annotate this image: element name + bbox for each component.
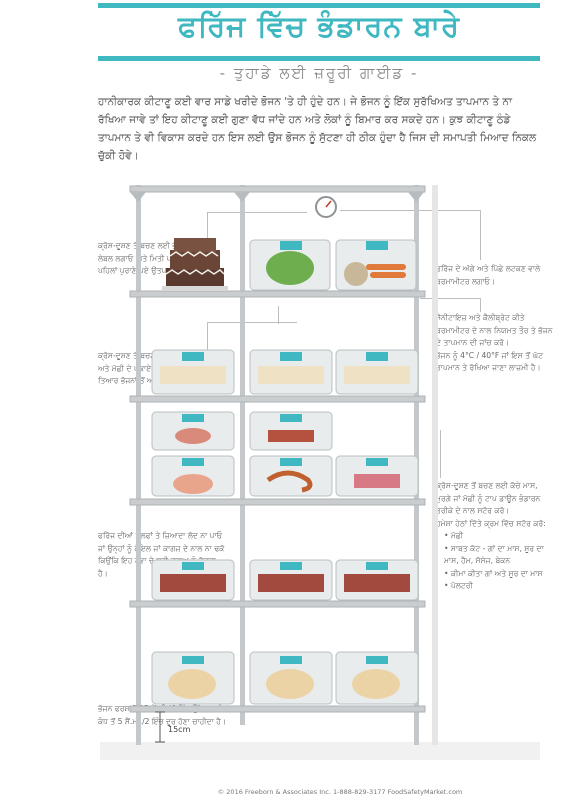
height-dimension: 15cm bbox=[155, 711, 191, 743]
note-top-down-b: ਹਮੇਸ਼ਾ ਹੇਠਾਂ ਦਿੱਤੇ ਕ੍ਰਮ ਵਿੱਚ ਸਟੋਰ ਕਰੋ: bbox=[436, 518, 546, 528]
shelf-feet bbox=[130, 192, 424, 202]
page-subtitle: - ਤੁਹਾਡੇ ਲਈ ਜ਼ਰੂਰੀ ਗਾਈਡ - bbox=[219, 64, 419, 82]
storage-order-item: ਸਾਬਤ ਕੱਟ - ਗਾਂ ਦਾ ਮਾਸ, ਸੂਰ ਦਾ ਮਾਸ, ਹੈਮ, … bbox=[444, 543, 554, 568]
note-check-temp-a: ਸੈਨੀਟਾਇਜ਼ ਅਤੇ ਕੈਲੀਬ੍ਰੇਟ ਕੀਤੇ ਥਰਮਾਮੀਟਰ ਦੇ… bbox=[436, 313, 553, 347]
container-row-5 bbox=[151, 651, 419, 705]
top-rule bbox=[98, 3, 540, 8]
container-row-2 bbox=[151, 349, 419, 395]
thermometer-icon bbox=[315, 196, 337, 218]
leader-line bbox=[207, 322, 297, 323]
intro-paragraph: ਹਾਨੀਕਾਰਕ ਕੀਟਾਣੂ ਕਈ ਵਾਰ ਸਾਡੇ ਖਰੀਦੇ ਭੋਜਨ '… bbox=[98, 96, 537, 162]
vegetables-container bbox=[335, 239, 417, 291]
chocolate-cake bbox=[162, 238, 228, 290]
title-rule bbox=[98, 56, 540, 61]
floor bbox=[100, 742, 540, 760]
leader-line bbox=[278, 306, 279, 324]
container-row-4 bbox=[151, 559, 419, 601]
leader-line bbox=[207, 322, 208, 352]
storage-order-item: ਮੱਛੀ bbox=[444, 530, 554, 543]
dimension-label: 15cm bbox=[168, 725, 191, 734]
note-check-temp: ਸੈਨੀਟਾਇਜ਼ ਅਤੇ ਕੈਲੀਬ੍ਰੇਟ ਕੀਤੇ ਥਰਮਾਮੀਟਰ ਦੇ… bbox=[436, 312, 554, 375]
note-thermometer: ਫਰਿੱਜ ਦੇ ਅੱਗੇ ਅਤੇ ਪਿੱਛੇ ਲਟਕਣ ਵਾਲੇ ਥਰਮਾਮੀ… bbox=[436, 264, 541, 286]
footer-credit: © 2016 Freeborn & Associates Inc. 1-888-… bbox=[217, 788, 463, 796]
storage-order-list: ਮੱਛੀ ਸਾਬਤ ਕੱਟ - ਗਾਂ ਦਾ ਮਾਸ, ਸੂਰ ਦਾ ਮਾਸ, … bbox=[436, 530, 554, 593]
page-title: ਫਰਿੱਜ ਵਿੱਚ ਭੰਡਾਰਨ ਬਾਰੇ bbox=[178, 9, 460, 43]
leader-line bbox=[207, 212, 208, 244]
lettuce-container bbox=[249, 239, 331, 291]
leader-line bbox=[440, 430, 441, 478]
storage-order-item: ਕੀਮਾ ਕੀਤਾ ਗਾਂ ਅਤੇ ਸੂਰ ਦਾ ਮਾਸ bbox=[444, 568, 554, 581]
note-top-down-a: ਕ੍ਰੋਸ-ਦੂਸ਼ਣ ਤੋਂ ਬਚਣ ਲਈ ਕੱਚੇ ਮਾਸ, ਮੁਰਗੇ ਜ… bbox=[436, 481, 541, 515]
note-wrap-label: ਕ੍ਰੋਸ-ਦੂਸ਼ਣ ਤੋਂ ਬਚਣ ਲਈ ਭੋਜਨ ਨੂੰ ਲਪੇਟੋ, ਲ… bbox=[98, 241, 214, 275]
leader-line bbox=[480, 210, 481, 260]
note-check-temp-b: ਭੋਜਨ ਨੂੰ 4°C / 40°F ਜਾਂ ਇਸ ਤੋਂ ਘੱਟ ਤਾਪਮਾ… bbox=[436, 350, 544, 373]
leader-line bbox=[420, 298, 480, 299]
note-top-down: ਕ੍ਰੋਸ-ਦੂਸ਼ਣ ਤੋਂ ਬਚਣ ਲਈ ਕੱਚੇ ਮਾਸ, ਮੁਰਗੇ ਜ… bbox=[436, 480, 554, 593]
shelves bbox=[129, 185, 426, 713]
leader-line bbox=[480, 298, 481, 312]
leader-line bbox=[207, 212, 307, 213]
container-row-3 bbox=[151, 411, 419, 497]
storage-order-item: ਪੋਲਟਰੀ bbox=[444, 580, 554, 593]
leader-line bbox=[340, 210, 480, 211]
wall bbox=[432, 185, 438, 745]
